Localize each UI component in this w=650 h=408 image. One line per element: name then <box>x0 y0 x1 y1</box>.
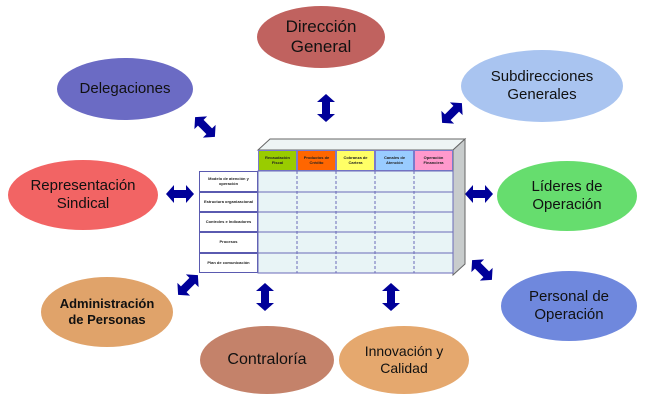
node-delegaciones: Delegaciones <box>57 58 193 120</box>
node-label-line: Subdirecciones <box>490 68 594 85</box>
matrix-column-header: Productos de Crédito <box>297 150 336 171</box>
node-label-line: Generales <box>507 86 577 103</box>
matrix-row-header: Modelo de atención y operación <box>199 171 258 192</box>
node-label-line: Delegaciones <box>79 80 171 97</box>
node-label-line: Administración <box>59 296 155 312</box>
node-label-line: Innovación y <box>364 343 444 360</box>
node-label-line: General <box>290 37 352 56</box>
node-label-line: de Personas <box>68 312 146 327</box>
node-contraloria: Contraloría <box>200 326 334 394</box>
node-label-line: Operación <box>534 306 604 323</box>
node-label-line: Sindical <box>56 195 110 212</box>
node-label-line: Dirección <box>285 16 357 36</box>
node-label-line: Representación <box>30 177 136 194</box>
node-label-line: Personal de <box>528 288 610 305</box>
node-label-line: Operación <box>532 196 602 213</box>
matrix-row-header: Estructura organizacional <box>199 192 258 212</box>
node-label-line: Calidad <box>380 360 428 376</box>
node-label-line: Contraloría <box>227 351 307 369</box>
node-label-line: Líderes de <box>531 178 603 195</box>
matrix-column-header: Recaudación Fiscal <box>258 150 297 171</box>
